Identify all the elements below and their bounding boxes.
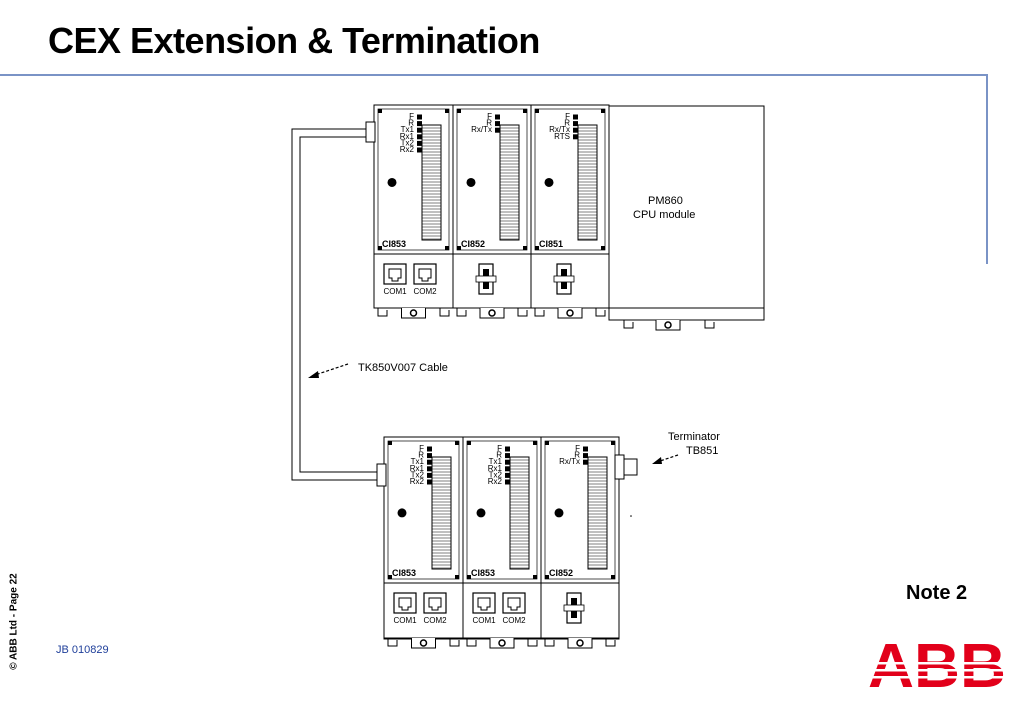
note-label: Note 2 bbox=[906, 582, 968, 604]
module-name: CI852 bbox=[461, 239, 485, 249]
led-label: F bbox=[575, 444, 580, 453]
led-indicator bbox=[427, 453, 432, 459]
com-port-label: COM1 bbox=[472, 616, 496, 625]
led-indicator bbox=[495, 127, 500, 133]
led-indicator bbox=[505, 459, 510, 465]
module-name: CI853 bbox=[382, 239, 406, 249]
cpu-module: PM860 CPU module bbox=[608, 105, 765, 331]
led-label: Rx2 bbox=[488, 477, 503, 486]
module-name: CI852 bbox=[549, 568, 573, 578]
led-label: Rx1 bbox=[488, 464, 503, 473]
led-indicator bbox=[417, 147, 422, 153]
led-indicator bbox=[427, 466, 432, 472]
led-label: Tx2 bbox=[489, 470, 503, 479]
led-indicator bbox=[505, 446, 510, 452]
led-label: Tx2 bbox=[411, 470, 425, 479]
led-label: R bbox=[486, 119, 492, 128]
led-indicator bbox=[417, 127, 422, 133]
led-indicator bbox=[417, 134, 422, 140]
led-label: RTS bbox=[554, 132, 570, 141]
led-label: Tx1 bbox=[489, 457, 503, 466]
led-indicator bbox=[505, 472, 510, 478]
led-label: Rx/Tx bbox=[559, 457, 580, 466]
led-indicator bbox=[573, 127, 578, 133]
com-port-label: COM2 bbox=[502, 616, 526, 625]
module-name: CI851 bbox=[539, 239, 563, 249]
led-label: Rx1 bbox=[410, 464, 425, 473]
led-label: Tx2 bbox=[401, 138, 415, 147]
terminator-label: Terminator bbox=[668, 431, 720, 443]
module-name: CI853 bbox=[471, 568, 495, 578]
led-label: R bbox=[574, 451, 580, 460]
led-indicator bbox=[417, 121, 422, 127]
led-label: F bbox=[419, 444, 424, 453]
cable-callout: TK850V007 Cable bbox=[308, 362, 448, 378]
led-indicator bbox=[573, 121, 578, 127]
abb-logo: ABB bbox=[868, 634, 1008, 690]
status-button bbox=[544, 177, 554, 187]
document-id: JB 010829 bbox=[56, 644, 109, 656]
led-label: Tx1 bbox=[411, 457, 425, 466]
led-label: F bbox=[497, 444, 502, 453]
status-button bbox=[397, 508, 407, 518]
led-label: Rx2 bbox=[410, 477, 425, 486]
led-label: Rx1 bbox=[400, 132, 415, 141]
header-side-rule bbox=[986, 74, 988, 264]
led-label: R bbox=[418, 451, 424, 460]
status-button bbox=[466, 177, 476, 187]
led-indicator bbox=[427, 472, 432, 478]
cpu-label-model: PM860 bbox=[648, 195, 683, 207]
led-indicator bbox=[583, 453, 588, 459]
terminator-tb851: Terminator TB851 bbox=[614, 431, 720, 480]
cable-label: TK850V007 Cable bbox=[358, 362, 448, 374]
led-label: R bbox=[496, 451, 502, 460]
led-label: F bbox=[409, 112, 414, 121]
led-indicator bbox=[505, 479, 510, 485]
led-label: F bbox=[565, 112, 570, 121]
led-indicator bbox=[573, 134, 578, 140]
led-indicator bbox=[583, 446, 588, 452]
com-port-label: COM2 bbox=[413, 287, 437, 296]
led-label: Rx/Tx bbox=[549, 125, 570, 134]
led-indicator bbox=[427, 459, 432, 465]
led-label: F bbox=[487, 112, 492, 121]
led-indicator bbox=[427, 479, 432, 485]
led-indicator bbox=[583, 459, 588, 465]
status-button bbox=[476, 508, 486, 518]
tk850v007-cable bbox=[291, 121, 387, 487]
led-label: R bbox=[564, 119, 570, 128]
led-label: Tx1 bbox=[401, 125, 415, 134]
terminator-model: TB851 bbox=[686, 445, 718, 457]
led-indicator bbox=[417, 140, 422, 146]
led-indicator bbox=[573, 114, 578, 120]
status-button bbox=[387, 177, 397, 187]
com-port-label: COM1 bbox=[393, 616, 417, 625]
led-indicator bbox=[505, 466, 510, 472]
header-divider bbox=[0, 74, 988, 76]
led-label: R bbox=[408, 119, 414, 128]
slide-title: CEX Extension & Termination bbox=[48, 20, 540, 61]
status-button bbox=[554, 508, 564, 518]
led-label: Rx/Tx bbox=[471, 125, 492, 134]
com-port-label: COM2 bbox=[423, 616, 447, 625]
module-name: CI853 bbox=[392, 568, 416, 578]
led-label: Rx2 bbox=[400, 145, 415, 154]
cpu-label-desc: CPU module bbox=[633, 209, 695, 221]
led-indicator bbox=[417, 114, 422, 120]
com-port-label: COM1 bbox=[383, 287, 407, 296]
led-indicator bbox=[495, 114, 500, 120]
led-indicator bbox=[427, 446, 432, 452]
led-indicator bbox=[495, 121, 500, 127]
led-indicator bbox=[505, 453, 510, 459]
copyright-text: © ABB Ltd - Page 22 bbox=[8, 573, 20, 670]
